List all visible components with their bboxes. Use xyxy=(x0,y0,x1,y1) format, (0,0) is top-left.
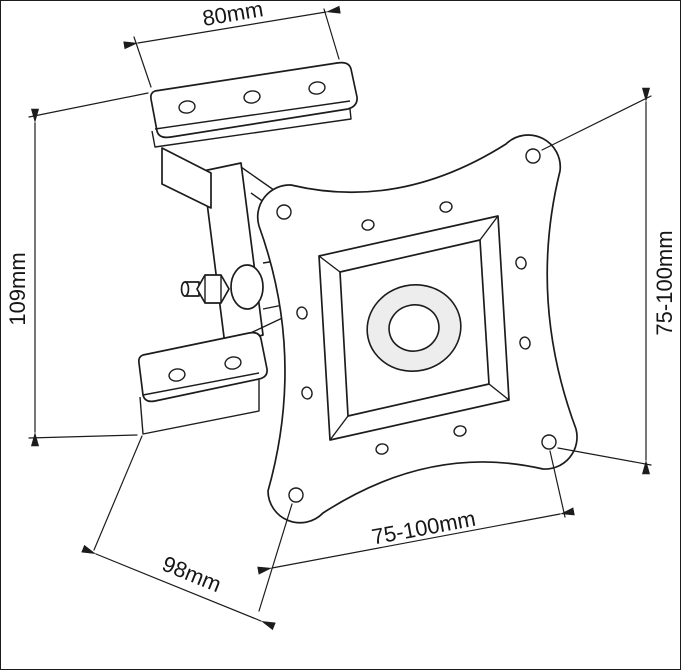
extension-line xyxy=(557,447,652,466)
extension-line xyxy=(93,435,143,551)
dimension-left-height: 109mm xyxy=(5,92,149,447)
vesa-hole-top-left xyxy=(361,219,375,231)
center-boss-hole xyxy=(388,304,440,352)
vesa-hole-right-upper xyxy=(515,256,527,270)
dimension-line xyxy=(81,544,276,631)
top-plate-front-edge xyxy=(151,108,352,148)
dimension-depth: 98mm xyxy=(81,435,276,631)
arm-web xyxy=(202,162,264,346)
vesa-corner-hole-br xyxy=(541,434,557,450)
dimension-line xyxy=(257,507,575,575)
bottom-plate-hole-2 xyxy=(224,356,242,370)
dimension-label-top-width: 80mm xyxy=(201,1,265,31)
vesa-hole-left-upper xyxy=(296,306,308,320)
bottom-plate-fold-line xyxy=(142,372,260,396)
extension-line xyxy=(549,450,566,518)
dimension-label-left-height: 109mm xyxy=(5,252,30,325)
vesa-hole-bottom-right xyxy=(453,425,467,437)
bottom-plate-face xyxy=(137,331,268,403)
vesa-hole-top-right xyxy=(439,201,453,213)
dimension-label-depth: 98mm xyxy=(159,551,225,597)
top-plate-hole-2 xyxy=(243,90,261,104)
top-plate-gusset xyxy=(161,147,212,209)
bottom-plate-hole-1 xyxy=(168,368,186,382)
vesa-corner-hole-tl xyxy=(276,204,292,220)
bottom-plate-front-edge xyxy=(139,380,260,435)
hex-nut-facets xyxy=(204,275,222,303)
dimension-line xyxy=(123,5,341,50)
vesa-plate xyxy=(256,134,578,524)
wall-bracket-top xyxy=(149,61,358,209)
top-plate-hole-1 xyxy=(178,100,196,114)
vesa-hole-left-lower xyxy=(301,386,313,400)
vesa-corner-hole-tr xyxy=(525,148,541,164)
dimension-right-vesa-vertical: 75-100mm xyxy=(541,87,677,475)
dimension-label-right-vesa: 75-100mm xyxy=(652,230,677,335)
extension-line xyxy=(133,36,152,88)
pivot-arm-assembly xyxy=(180,162,304,346)
platform-bevel-edges xyxy=(318,215,510,441)
vesa-corner-hole-bl xyxy=(288,487,304,503)
extension-line xyxy=(258,503,293,612)
dimension-label-bottom-vesa: 75-100mm xyxy=(370,506,478,550)
wall-bracket-bottom xyxy=(137,331,268,435)
extension-line xyxy=(541,95,652,151)
hex-nut xyxy=(196,274,230,304)
vesa-hole-right-lower xyxy=(519,336,531,350)
bolt-end xyxy=(180,281,190,297)
extension-line xyxy=(28,434,138,439)
extension-line xyxy=(28,92,149,118)
pivot-boss xyxy=(230,264,264,310)
extension-line xyxy=(323,8,340,60)
top-plate-fold-line xyxy=(154,100,351,130)
vesa-hole-bottom-left xyxy=(375,443,389,455)
top-plate-hole-3 xyxy=(308,81,326,95)
